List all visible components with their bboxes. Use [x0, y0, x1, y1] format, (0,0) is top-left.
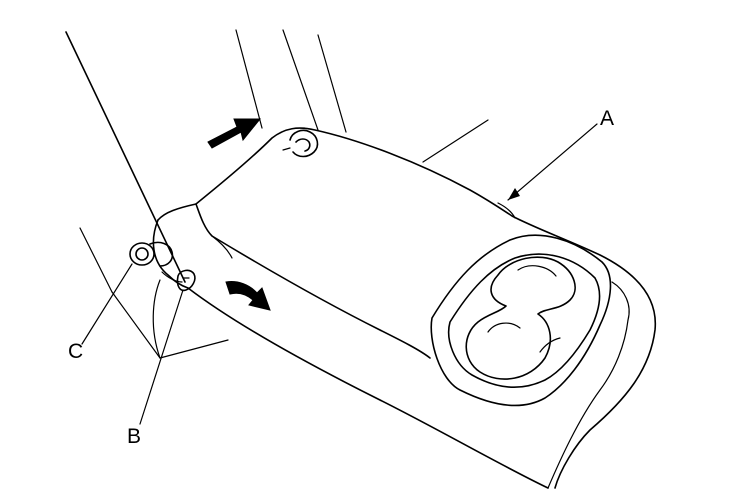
armrest-body — [152, 127, 657, 489]
callout-b: B — [127, 425, 141, 448]
leader-line-c — [81, 263, 133, 345]
bolt-b — [176, 269, 196, 292]
seat-background-lines — [79, 29, 489, 359]
direction-arrow-upper — [207, 118, 262, 149]
leader-line-a — [507, 123, 598, 201]
leader-arrow-a — [508, 188, 520, 200]
reference-line — [65, 31, 186, 283]
leader-line-b — [139, 289, 184, 425]
callout-a: A — [600, 107, 614, 130]
clip-top — [282, 129, 319, 158]
direction-arrow-curved — [225, 281, 271, 311]
clip-c — [129, 241, 183, 283]
callout-c: C — [68, 340, 83, 363]
cup-holder — [430, 234, 612, 407]
